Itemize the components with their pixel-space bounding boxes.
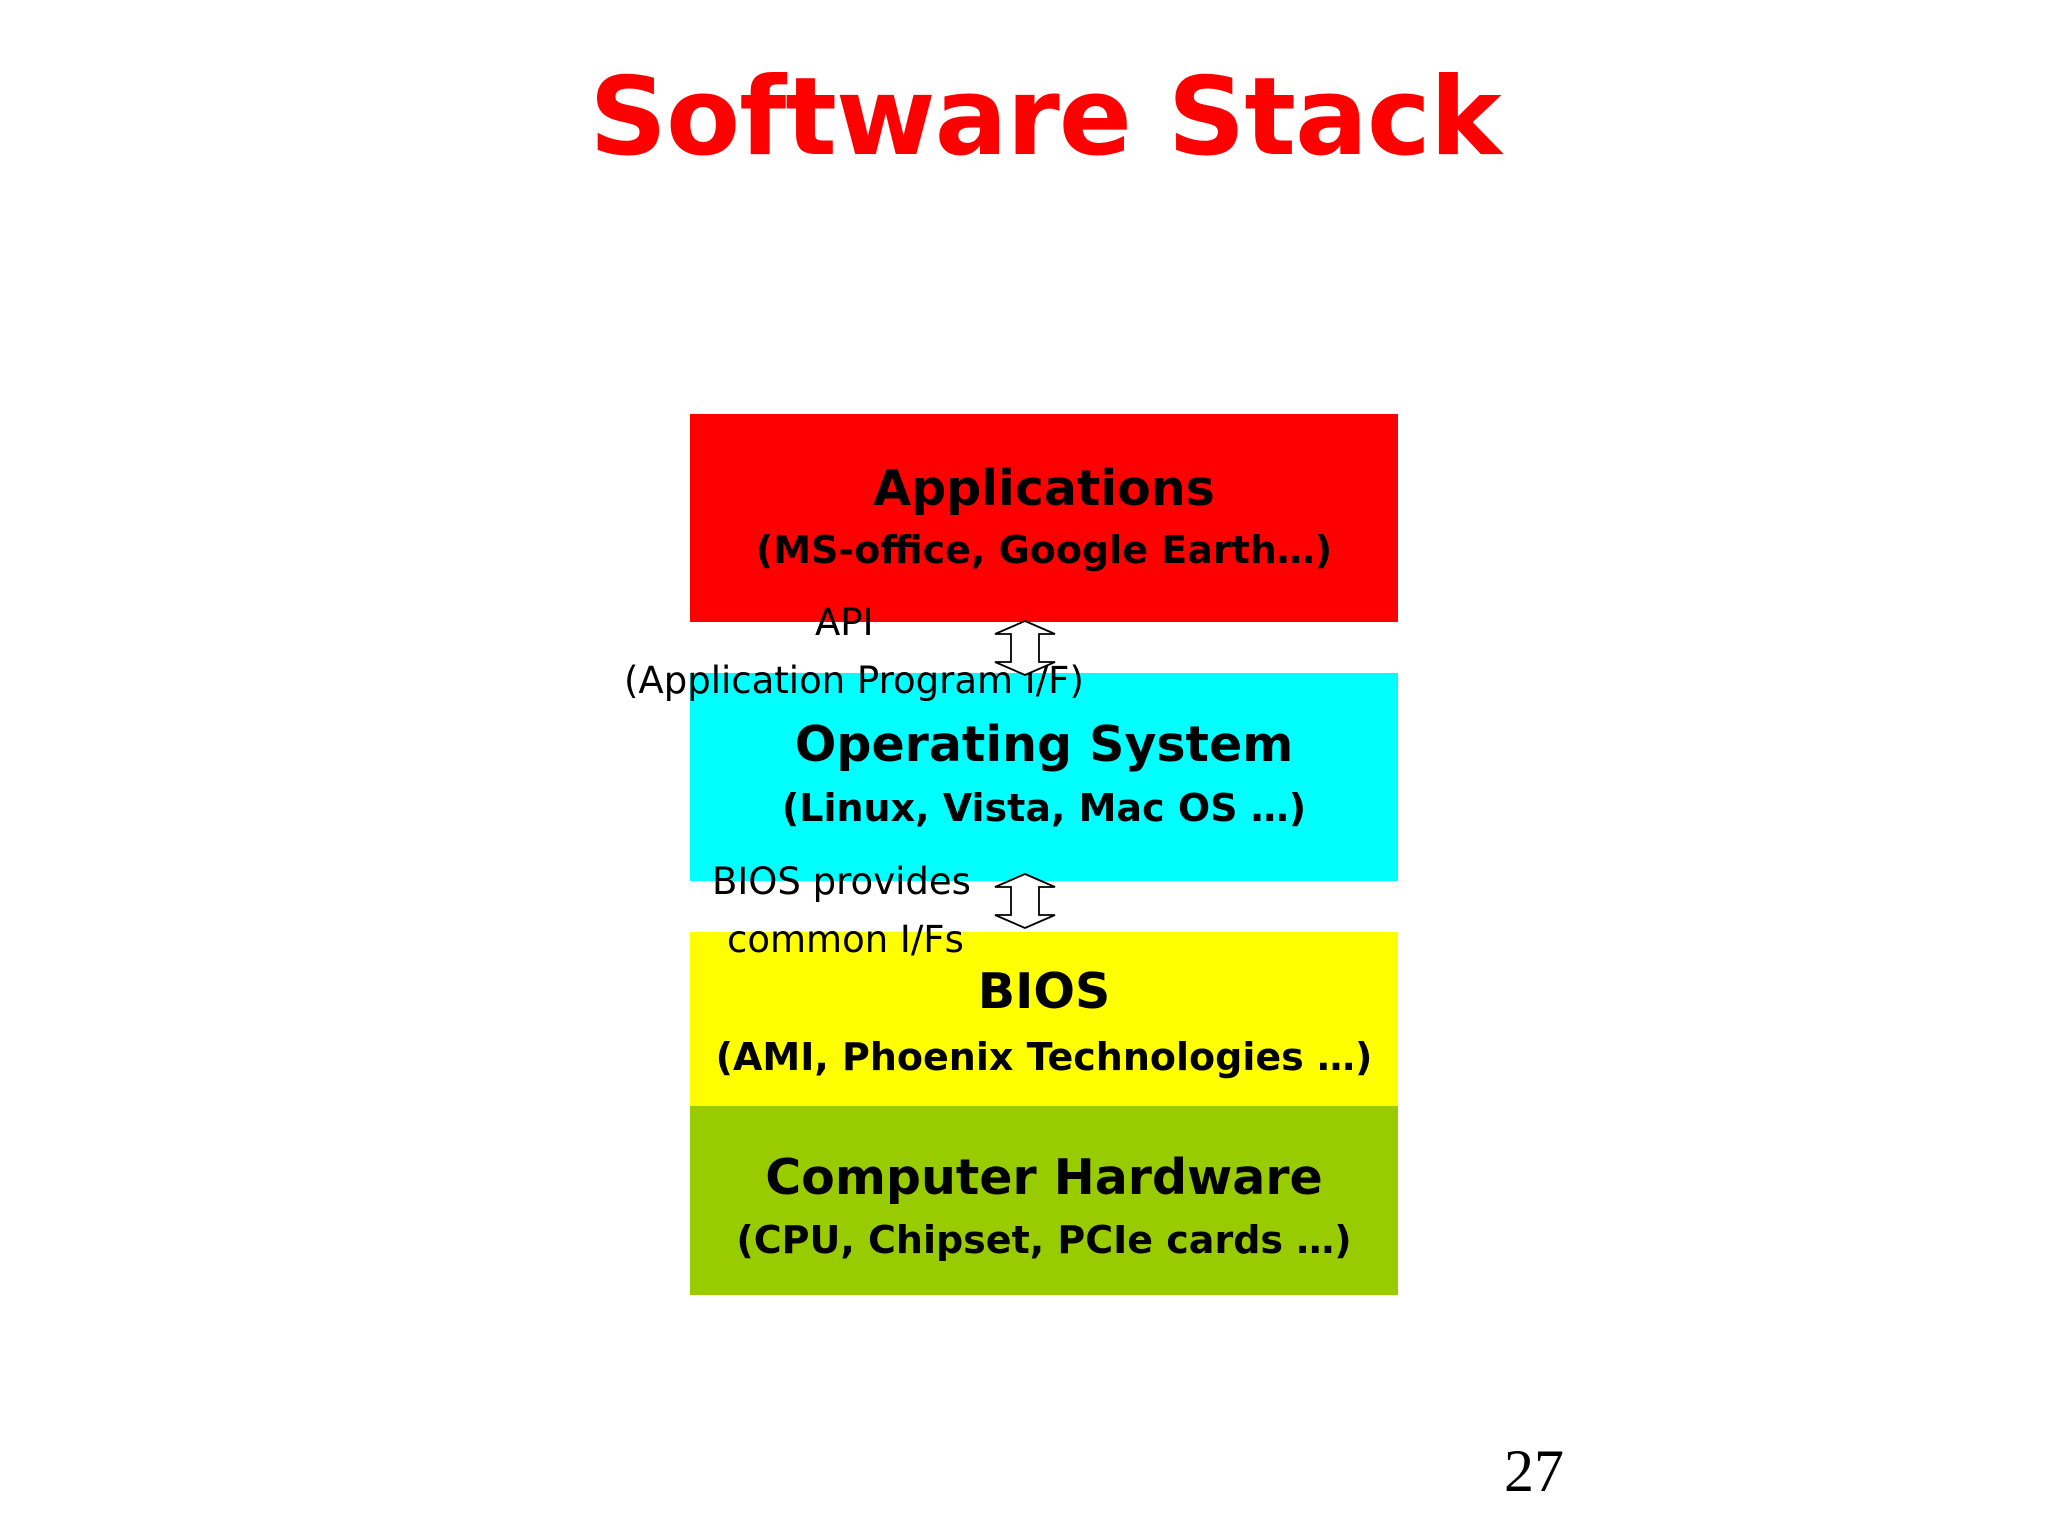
- layer-name: Applications: [873, 460, 1215, 517]
- bios-interface-note: common I/Fs: [727, 918, 964, 961]
- api-label: API: [815, 601, 874, 644]
- layer-bios: BIOS (AMI, Phoenix Technologies …): [690, 932, 1398, 1106]
- double-arrow-icon: [994, 620, 1056, 676]
- layer-detail: (AMI, Phoenix Technologies …): [715, 1035, 1373, 1079]
- layer-name: Operating System: [794, 716, 1294, 773]
- layer-computer-hardware: Computer Hardware (CPU, Chipset, PCIe ca…: [690, 1106, 1398, 1295]
- layer-detail: (Linux, Vista, Mac OS …): [781, 786, 1307, 830]
- bios-interface-note: BIOS provides: [712, 860, 971, 903]
- layer-applications: Applications (MS-office, Google Earth…): [690, 414, 1398, 622]
- layer-detail: (CPU, Chipset, PCIe cards …): [736, 1218, 1352, 1262]
- layer-name: Computer Hardware: [765, 1149, 1323, 1206]
- layer-detail: (MS-office, Google Earth…): [755, 528, 1333, 572]
- layer-operating-system: Operating System (Linux, Vista, Mac OS ……: [690, 673, 1398, 881]
- double-arrow-icon: [994, 873, 1056, 929]
- page-number: 27: [1504, 1438, 1564, 1504]
- slide-title: Software Stack: [589, 55, 1502, 180]
- layer-name: BIOS: [977, 963, 1111, 1020]
